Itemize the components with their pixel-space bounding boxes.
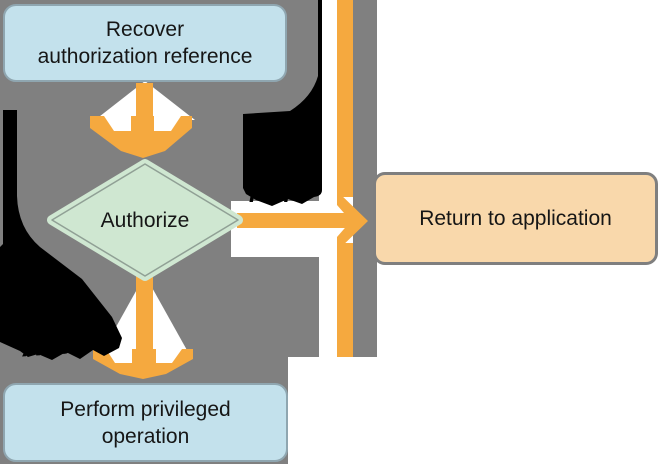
arrow2-notch-left [106,349,132,363]
fail-shadow-blob [243,0,322,206]
node-recover-authorization-reference: Recover authorization reference [3,4,287,82]
vertical-connector-lower [337,243,353,357]
node-return-label: Return to application [419,207,612,230]
node-authorize-label: Authorize [100,208,190,232]
authorize-diamond [51,163,239,277]
node-perform-line1: Perform privileged [60,397,231,421]
node-recover-line1: Recover [105,18,185,41]
edge-label-fail: Fail [249,181,291,208]
fail-arrow-halo [231,201,337,257]
edge-label-allow: Allow [21,327,95,363]
node-authorize-label-wrap: Authorize [52,164,238,276]
allow-shadow-blob [0,110,122,360]
fail-arrow-shaft [237,213,352,228]
node-return-to-application: Return to application [373,172,658,265]
arrow1-shaft [136,83,153,151]
arrow2-shaft [136,272,153,369]
node-recover-line2: authorization reference [37,45,253,68]
vertical-connector-upper [337,0,353,197]
fail-arrowhead [337,191,368,251]
node-perform-privileged-operation: Perform privileged operation [3,383,288,462]
arrow2-notch-right [156,349,182,363]
arrow1-notch-right [154,116,181,131]
node-perform-line2: operation [101,424,190,448]
arrow1-notch-left [104,116,131,131]
